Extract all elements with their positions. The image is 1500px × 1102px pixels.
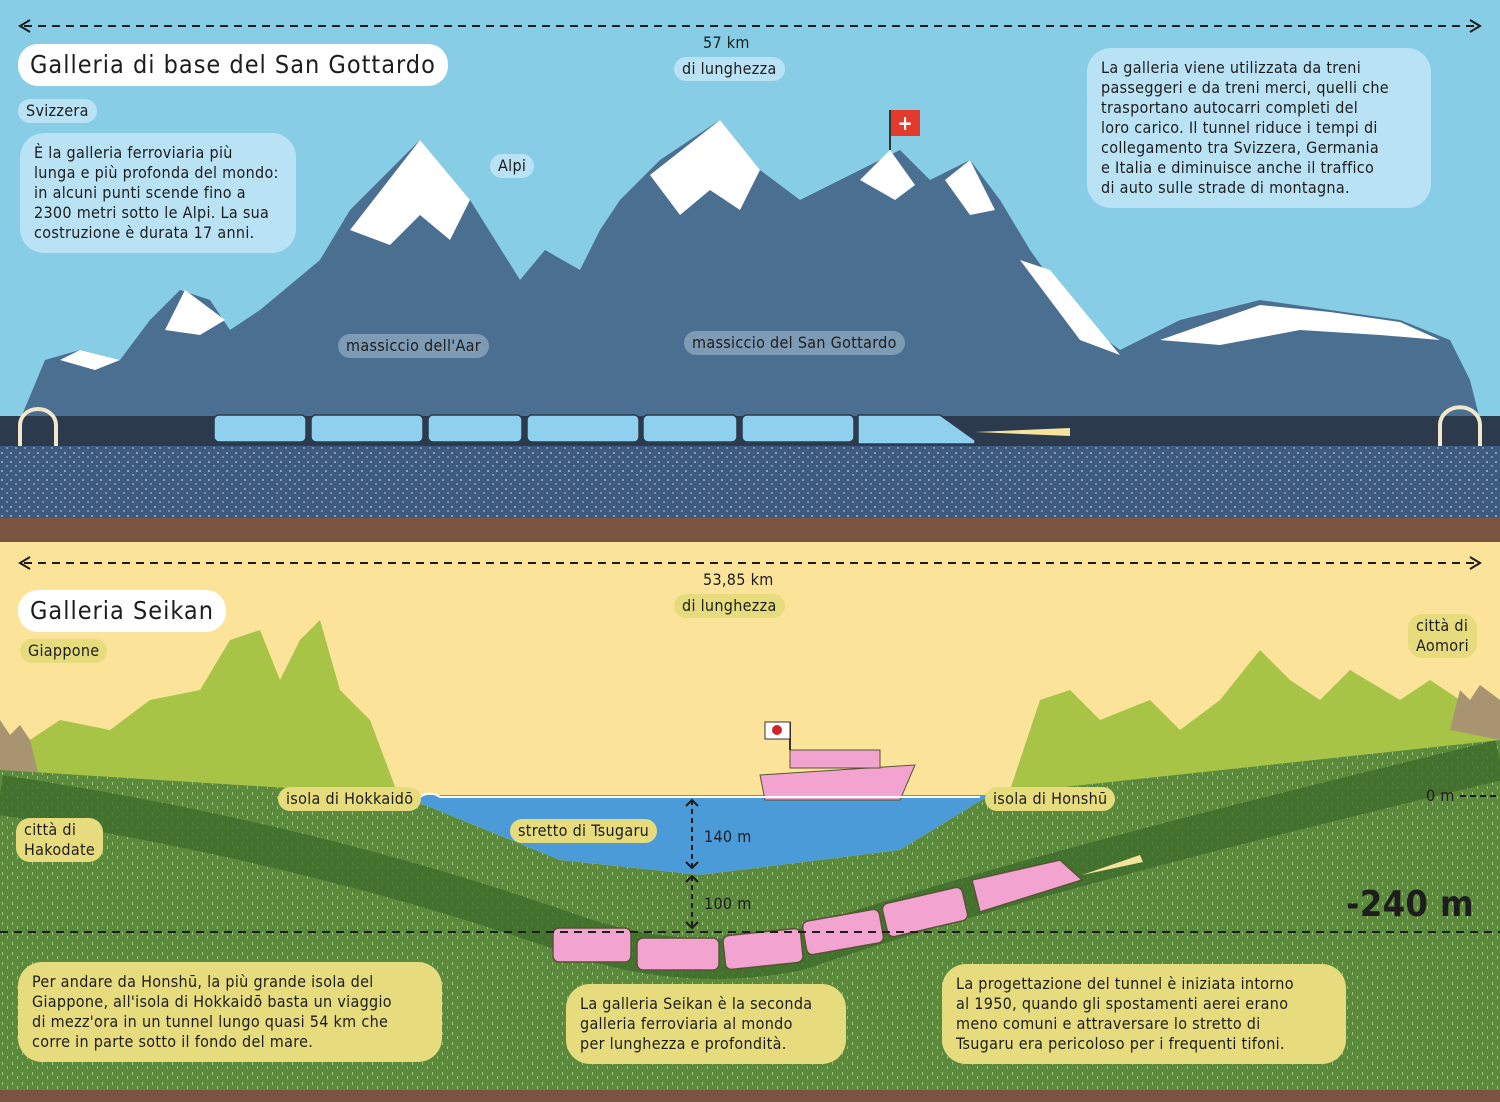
gotthard-title: Galleria di base del San Gottardo: [18, 44, 448, 86]
seikan-length-label: di lunghezza: [674, 594, 785, 618]
seikan-country: Giappone: [20, 639, 108, 663]
seikan-text-center: La galleria Seikan è la seconda galleria…: [566, 984, 846, 1064]
gotthard-massif-label: massiccio del San Gottardo: [684, 331, 905, 355]
japan-flag: [772, 725, 782, 735]
hokkaido-hills: [0, 620, 400, 820]
earth-divider: [0, 518, 1500, 542]
gotthard-usage: La galleria viene utilizzata da treni pa…: [1087, 48, 1431, 208]
aar-massif-label: massiccio dell'Aar: [338, 334, 489, 358]
swiss-flag: [890, 110, 920, 136]
aomori-city: [1450, 685, 1500, 740]
gotthard-intro: È la galleria ferroviaria più lunga e pi…: [20, 133, 296, 253]
strait-label: stretto di Tsugaru: [510, 819, 658, 843]
seikan-text-right: La progettazione del tunnel è iniziata i…: [942, 964, 1346, 1064]
bedrock: [0, 446, 1500, 518]
seikan-title: Galleria Seikan: [18, 590, 226, 632]
tunnel-portal-right: [1438, 405, 1482, 446]
sea-level-label: 0 m: [1426, 786, 1455, 805]
max-depth-label: -240 m: [1346, 884, 1474, 925]
hokkaido-label: isola di Hokkaidō: [278, 787, 422, 811]
svg-text:+: +: [897, 111, 912, 135]
blue-train: [213, 414, 976, 445]
gotthard-length-label: di lunghezza: [674, 57, 785, 81]
gotthard-country: Svizzera: [18, 99, 97, 123]
snow-caps: [60, 120, 1440, 370]
ferry-ship: [759, 721, 916, 801]
seikan-text-left: Per andare da Honshū, la più grande isol…: [18, 962, 442, 1062]
pink-train: [552, 859, 1084, 971]
depth-water-label: 140 m: [704, 827, 752, 846]
depth-below-label: 100 m: [704, 894, 752, 913]
depth-arrows: [685, 798, 699, 930]
hakodate-city: [0, 720, 40, 780]
seikan-length-value: 53,85 km: [703, 570, 774, 589]
train-headlight-beam: [975, 428, 1070, 436]
tsugaru-strait: [400, 795, 990, 875]
honshu-label: isola di Honshū: [985, 787, 1116, 811]
tunnel-portal-left: [18, 407, 58, 446]
aomori-label: città di Aomori: [1408, 614, 1477, 658]
gotthard-length-value: 57 km: [703, 33, 750, 52]
alps-label: Alpi: [490, 154, 535, 178]
hakodate-label: città di Hakodate: [16, 818, 104, 862]
